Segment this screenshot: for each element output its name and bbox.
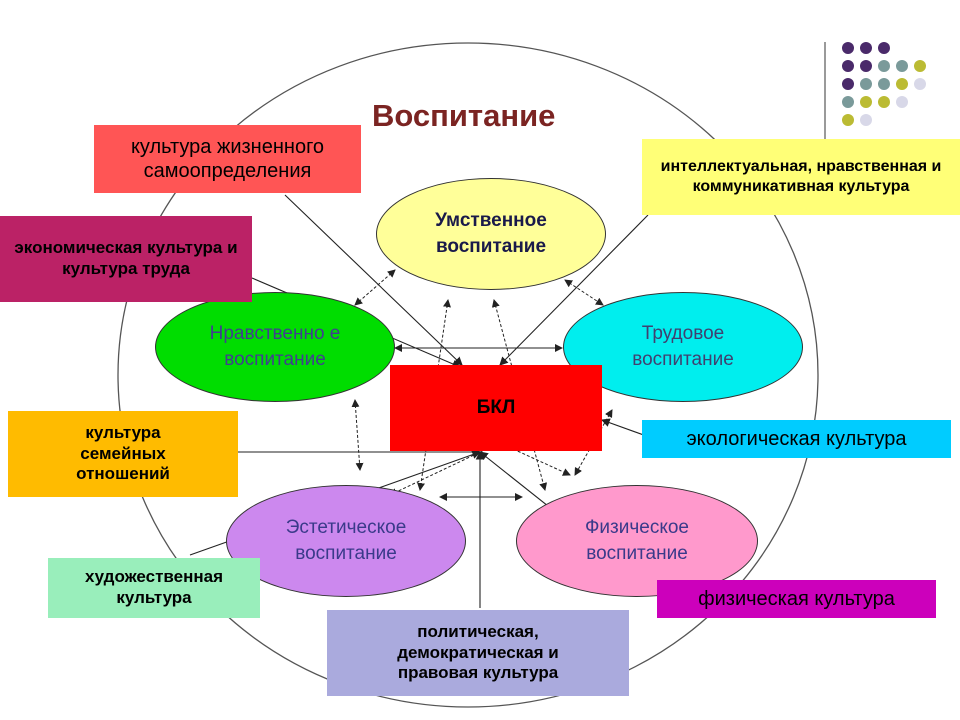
- box-physical-culture: физическая культура: [657, 580, 936, 618]
- arrow-mental-moral: [354, 269, 396, 306]
- ellipse-mental: Умственное воспитание: [376, 178, 606, 290]
- box-political: политическая, демократическая и правовая…: [327, 610, 629, 696]
- box-economic: экономическая культура и культура труда: [0, 216, 252, 302]
- arrow-mental-physical: [491, 299, 548, 491]
- ellipse-physical: Физическое воспитание: [516, 485, 758, 597]
- box-family: культура семейных отношений: [8, 411, 238, 497]
- line-intellectual: [499, 214, 649, 366]
- ellipse-labor: Трудовое воспитание: [563, 292, 803, 402]
- diagram-title: Воспитание: [372, 98, 556, 133]
- arrow-mental-labor: [564, 279, 604, 306]
- box-ecological: экологическая культура: [642, 420, 951, 458]
- decor-dots: [842, 42, 926, 126]
- decor-line: [824, 42, 826, 148]
- ellipse-moral: Нравственно е воспитание: [155, 292, 395, 402]
- box-artistic: художественная культура: [48, 558, 260, 618]
- center-bkl: БКЛ: [390, 365, 602, 451]
- outer-circle: [117, 42, 819, 708]
- line-life: [284, 194, 463, 366]
- box-intellectual: интеллектуальная, нравственная и коммуни…: [642, 139, 960, 215]
- ellipse-aesthetic: Эстетическое воспитание: [226, 485, 466, 597]
- arrow-moral-aesthetic: [351, 399, 364, 471]
- box-life-self-determination: культура жизненного самоопределения: [94, 125, 361, 193]
